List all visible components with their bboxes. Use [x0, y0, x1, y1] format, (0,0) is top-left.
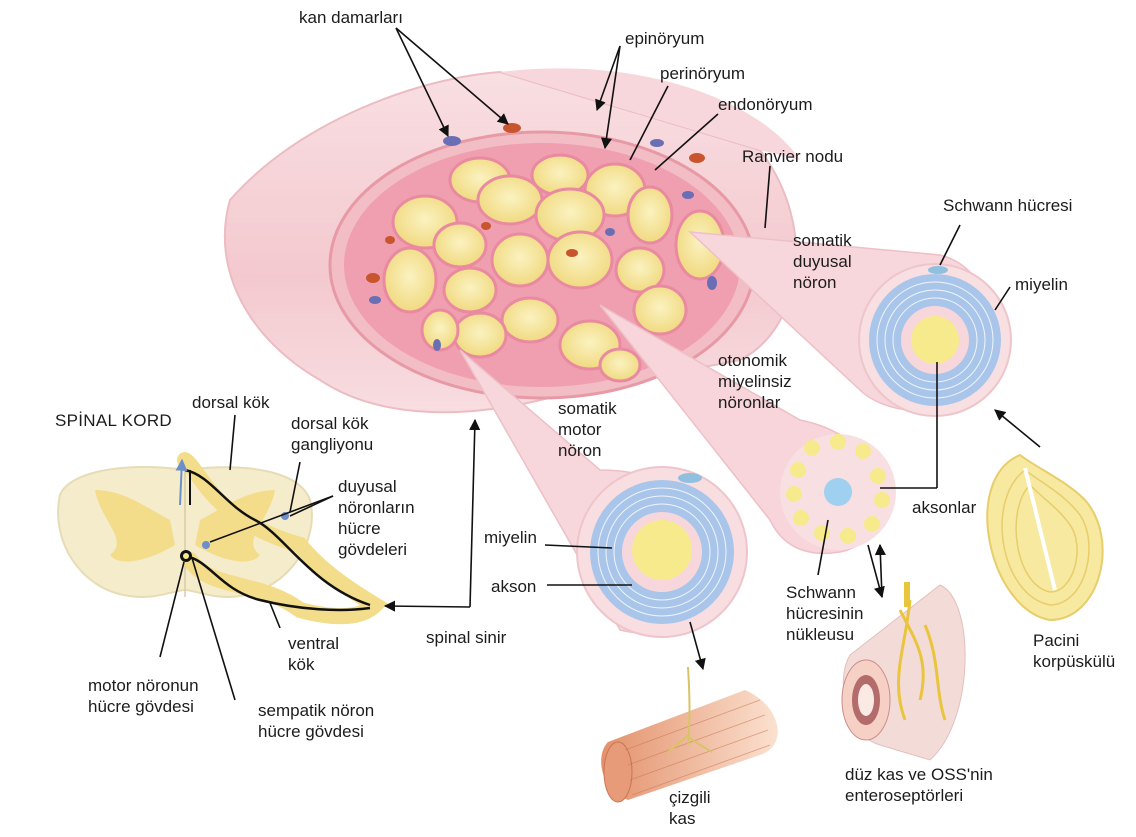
label-axons: aksonlar [912, 497, 976, 518]
label-smooth-muscle-oss: düz kas ve OSS'nin enteroseptörleri [845, 764, 993, 806]
label-perineurium: perinöryum [660, 63, 745, 84]
label-dorsal-root-ganglion: dorsal kök gangliyonu [291, 413, 373, 455]
label-sympathetic-cell-body: sempatik nöron hücre gövdesi [258, 700, 374, 742]
label-autonomic-unmyelinated: otonomik miyelinsiz nöronlar [718, 350, 792, 413]
label-schwann-nucleus: Schwann hücresinin nükleusu [786, 582, 864, 645]
label-schwann-cell: Schwann hücresi [943, 195, 1072, 216]
label-axon: akson [491, 576, 536, 597]
label-ventral-root: ventral kök [288, 633, 339, 675]
label-blood-vessels: kan damarları [299, 7, 403, 28]
label-spinal-cord: SPİNAL KORD [55, 410, 172, 431]
label-somatic-sensory-neuron: somatik duyusal nöron [793, 230, 852, 293]
label-epineurium: epinöryum [625, 28, 704, 49]
spinal-cord [58, 460, 375, 616]
label-myelin-sensory: miyelin [1015, 274, 1068, 295]
pacini-corpuscle [987, 455, 1102, 620]
label-sensory-cell-bodies: duyusal nöronların hücre gövdeleri [338, 476, 415, 560]
label-somatic-motor-neuron: somatik motor nöron [558, 398, 617, 461]
label-motor-cell-body: motor nöronun hücre gövdesi [88, 675, 199, 717]
label-pacini-corpuscle: Pacini korpüskülü [1033, 630, 1115, 672]
schwann-cell-mark [928, 266, 948, 274]
label-endoneurium: endonöryum [718, 94, 813, 115]
label-ranvier-node: Ranvier nodu [742, 146, 843, 167]
label-striated-muscle: çizgili kas [669, 787, 711, 829]
striated-muscle [601, 667, 778, 802]
label-myelin-motor: miyelin [484, 527, 537, 548]
label-dorsal-root: dorsal kök [192, 392, 269, 413]
label-spinal-nerve: spinal sinir [426, 627, 506, 648]
